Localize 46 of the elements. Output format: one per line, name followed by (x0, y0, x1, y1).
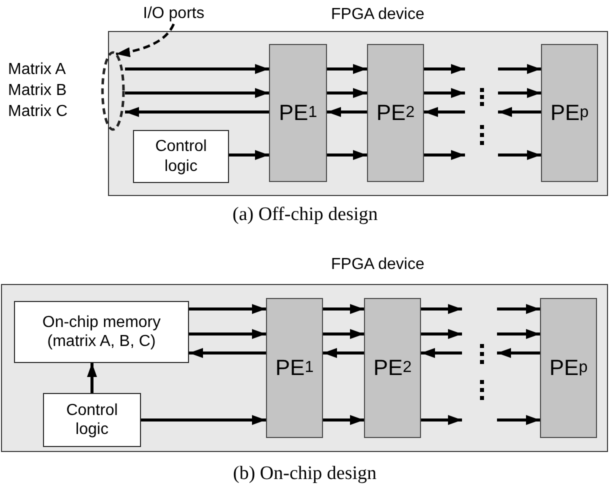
memory-box: On-chip memory (matrix A, B, C) (14, 301, 189, 363)
arrow (424, 64, 465, 74)
arrow (125, 88, 269, 98)
arrow (141, 415, 266, 425)
arrow (189, 348, 266, 358)
arrow (424, 107, 465, 117)
matrix-label: Matrix C (8, 102, 68, 122)
arrow (424, 150, 465, 160)
arrow (87, 363, 97, 393)
matrix-label: Matrix A (8, 60, 66, 80)
arrow (323, 415, 364, 425)
arrow (421, 329, 462, 339)
port-ellipse (101, 51, 125, 131)
arrow (327, 150, 367, 160)
arrow (497, 329, 540, 339)
arrow (323, 348, 364, 358)
arrow (497, 304, 540, 314)
arrow (424, 88, 465, 98)
figure-caption: (b) On-chip design (233, 463, 377, 485)
panel-heading: FPGA device (331, 256, 424, 274)
arrow (497, 348, 540, 358)
arrow (498, 107, 541, 117)
arrow (498, 88, 541, 98)
arrow (189, 304, 266, 314)
arrow (327, 64, 367, 74)
callout-label: I/O ports (143, 4, 204, 24)
figure-caption: (a) Off-chip design (232, 204, 378, 226)
arrow (327, 88, 367, 98)
control-logic-box: Control logic (133, 130, 229, 183)
matrix-label: Matrix B (8, 81, 67, 101)
control-logic-box: Control logic (43, 393, 141, 447)
panel-heading: FPGA device (331, 6, 424, 24)
arrow (421, 304, 462, 314)
arrow (125, 107, 269, 117)
arrow (421, 348, 462, 358)
arrow (498, 64, 541, 74)
arrow (229, 150, 269, 160)
leader-line (116, 23, 175, 57)
arrow (327, 107, 367, 117)
arrow (323, 329, 364, 339)
arrow (125, 64, 269, 74)
arrow (421, 415, 462, 425)
arrow (498, 150, 541, 160)
arrow (497, 415, 540, 425)
arrow (189, 329, 266, 339)
arrow (323, 304, 364, 314)
